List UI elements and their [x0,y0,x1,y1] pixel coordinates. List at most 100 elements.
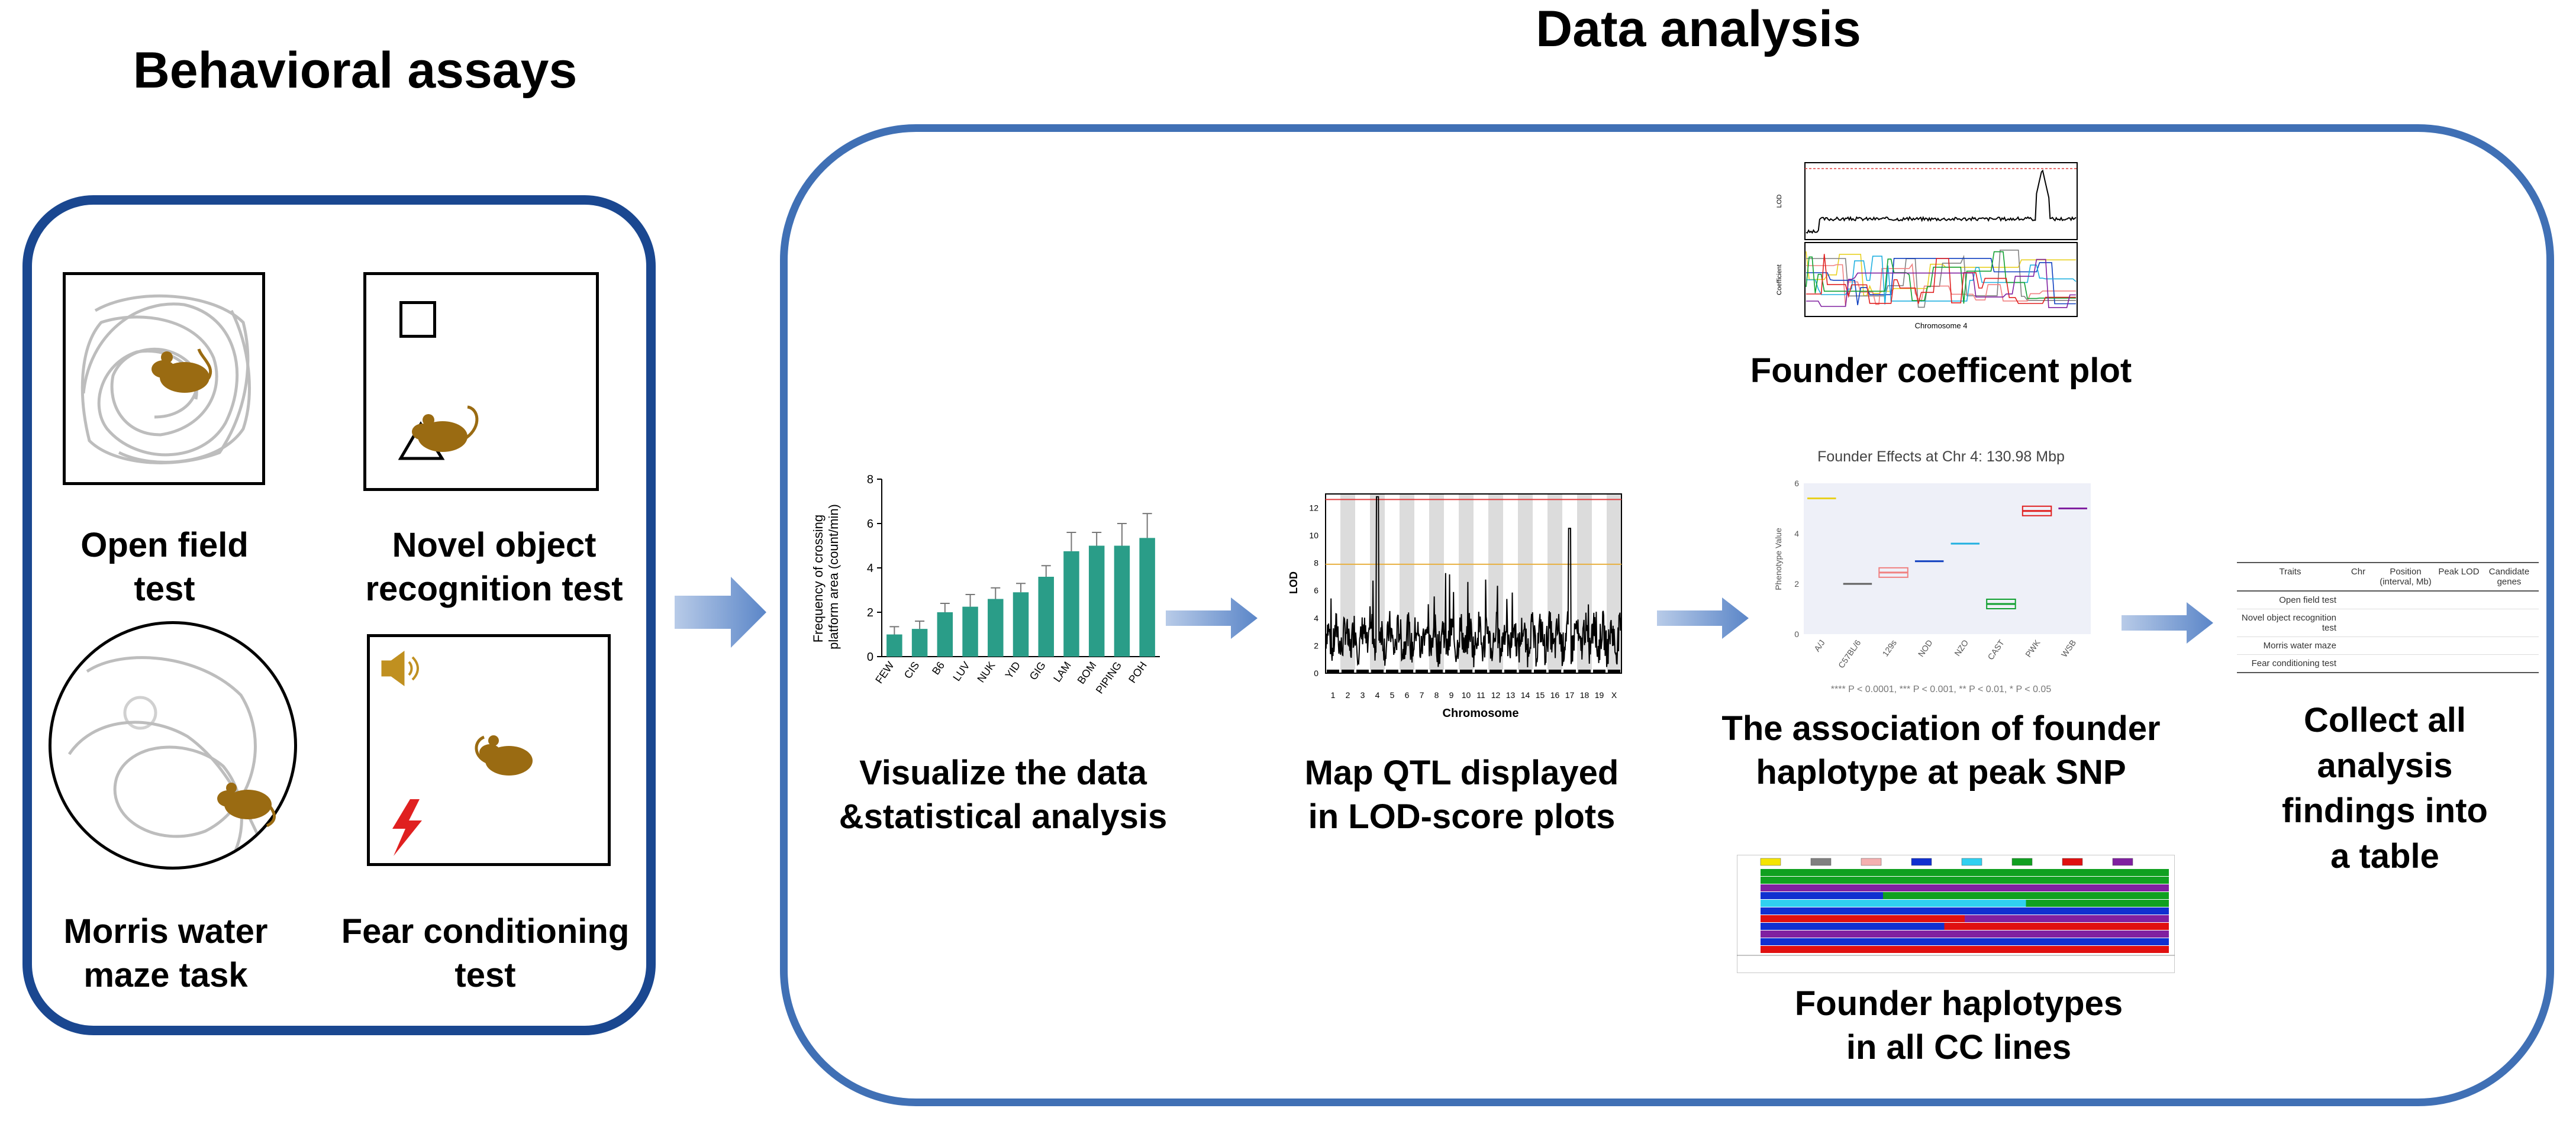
lod-x-tick-label: 3 [1360,690,1365,700]
lod-x-tick-label: 13 [1506,690,1516,700]
lod-x-tick-label: 9 [1449,690,1454,700]
haplotype-segment [1761,900,2026,907]
effects-y-tick-label: 0 [1794,629,1799,639]
water-maze-track [67,656,266,862]
haplotype-legend-swatch [1861,858,1882,866]
founder-coefficient-line [1806,251,2076,296]
lod-x-tick-label: 15 [1536,690,1545,700]
bar-chart-ylabel: Frequency of crossing platform area (cou… [811,504,841,650]
lod-x-tick-label: 11 [1476,690,1485,700]
haplotype-segment [1761,907,2169,915]
effects-plot-ylabel: Phenotype Value [1774,528,1783,590]
bar-chart-ylabel-line1: Frequency of crossing [811,515,826,642]
summary-table: Traits Chr Position (interval, Mb) Peak … [2237,562,2539,673]
square-object-icon [399,301,436,338]
haplotypes-caption: Founder haplotypes in all CC lines [1716,982,2201,1070]
open-field-track [80,294,251,464]
lod-y-tick-label: 0 [1314,668,1318,678]
association-caption: The association of founder haplotype at … [1692,707,2190,794]
bar-B6 [937,612,953,657]
chromosome-tick [1460,670,1472,673]
novel-object-label-line1: Novel object [392,526,597,564]
chromosome-tick [1489,670,1502,673]
bar-chart-y-tick-label: 0 [867,651,873,664]
table-cell-empty [2343,595,2539,605]
lod-plot-frame [1325,493,1622,674]
founder-haplotype-mosaic [1737,855,2175,973]
visualize-caption-line2: &statistical analysis [839,797,1168,836]
chromosome-tick [1534,670,1546,673]
lod-x-tick-label: 4 [1375,690,1380,700]
chromosome-tick [1356,670,1369,673]
bar-chart-x-tick-label: GIG [1027,660,1048,683]
effects-x-tick-label: 129s [1881,638,1899,658]
association-caption-line2: haplotype at peak SNP [1756,753,2126,792]
table-row: Morris water maze [2237,637,2539,655]
association-caption-line1: The association of founder [1721,709,2161,748]
effects-y-tick-label: 2 [1794,579,1799,589]
bar-POH [1139,538,1155,657]
platform-marker [123,696,157,730]
effects-y-tick-label: 4 [1794,529,1799,538]
lod-x-tick-label: 19 [1595,690,1604,700]
lod-x-tick-label: 1 [1331,690,1336,700]
founder-coefficient-line [1806,254,2076,304]
effects-x-tick-label: CAST [1985,638,2006,661]
bar-chart-y-tick-label: 4 [867,562,873,575]
bar-chart-x-tick-label: CIS [902,660,922,681]
haplotype-legend-swatch [1961,858,1982,866]
table-row: Novel object recognition test [2237,609,2539,637]
lod-x-tick-label: 8 [1434,690,1439,700]
lod-x-tick-label: 10 [1462,690,1471,700]
coefficient-caption: Founder coefficent plot [1750,351,2132,390]
chromosome-tick [1578,670,1591,673]
coef-lod-line [1806,169,2077,234]
bar-chart-y-tick-label: 8 [867,473,873,486]
haplotype-segment [1944,923,2169,930]
chromosome-tick [1593,670,1605,673]
visualize-caption-line1: Visualize the data [859,754,1147,792]
water-maze-pool [49,621,297,870]
haplotype-segment [1761,931,2169,938]
founder-coefficient-line [1806,251,2076,304]
novel-object-label: Novel object recognition test [355,524,633,611]
lod-plot-xlabel: Chromosome [1443,707,1519,720]
lod-x-tick-label: 6 [1405,690,1410,700]
lod-y-tick-label: 10 [1309,531,1318,540]
bar-chart-ylabel-line2: platform area (count/min) [826,504,841,650]
haplotype-segment [1883,892,2169,899]
chromosome-tick [1342,670,1354,673]
bar-BOM [1088,545,1105,657]
haplotype-segment [1761,884,2169,891]
bar-chart: Frequency of crossing platform area (cou… [811,473,1160,696]
haplotype-legend-swatch [1911,858,1932,866]
collect-caption-line3: findings into [2282,791,2488,831]
haplotypes-caption-line2: in all CC lines [1846,1028,2072,1067]
bar-chart-x-tick-label: NUK [975,660,997,685]
lod-x-tick-label: 7 [1420,690,1424,700]
haplotype-legend-swatch [2011,858,2033,866]
collect-caption-line4: a table [2330,836,2439,875]
effects-x-tick-label: A/J [1812,638,1827,654]
data-analysis-heading: Data analysis [1536,1,1861,57]
chromosome-tick [1563,670,1576,673]
lod-x-tick-label: 16 [1550,690,1560,700]
bar-YID [1013,592,1029,657]
shock-icon [392,799,422,856]
lod-score-line [1325,496,1622,668]
coef-plot-xlabel: Chromosome 4 [1915,321,1968,330]
lod-x-tick-label: 18 [1580,690,1590,700]
open-field-label: Open field test [80,526,249,609]
lod-x-tick-label: 2 [1346,690,1350,700]
collect-caption-line1: Collect all [2304,701,2466,739]
mouse-novel-object-icon [412,405,479,452]
lod-y-tick-label: 4 [1314,613,1318,623]
arrow-association-to-table [2122,602,2213,644]
bar-LUV [962,606,978,657]
bar-chart-x-tick-label: BOM [1075,660,1099,686]
map-qtl-caption-line2: in LOD-score plots [1308,797,1616,836]
haplotype-segment [1761,946,2169,953]
collect-caption-line2: analysis [2317,746,2453,785]
founder-effects-plot: Founder Effects at Chr 4: 130.98 Mbp Phe… [1774,448,2091,694]
fear-conditioning-label-line1: Fear conditioning [341,912,630,951]
